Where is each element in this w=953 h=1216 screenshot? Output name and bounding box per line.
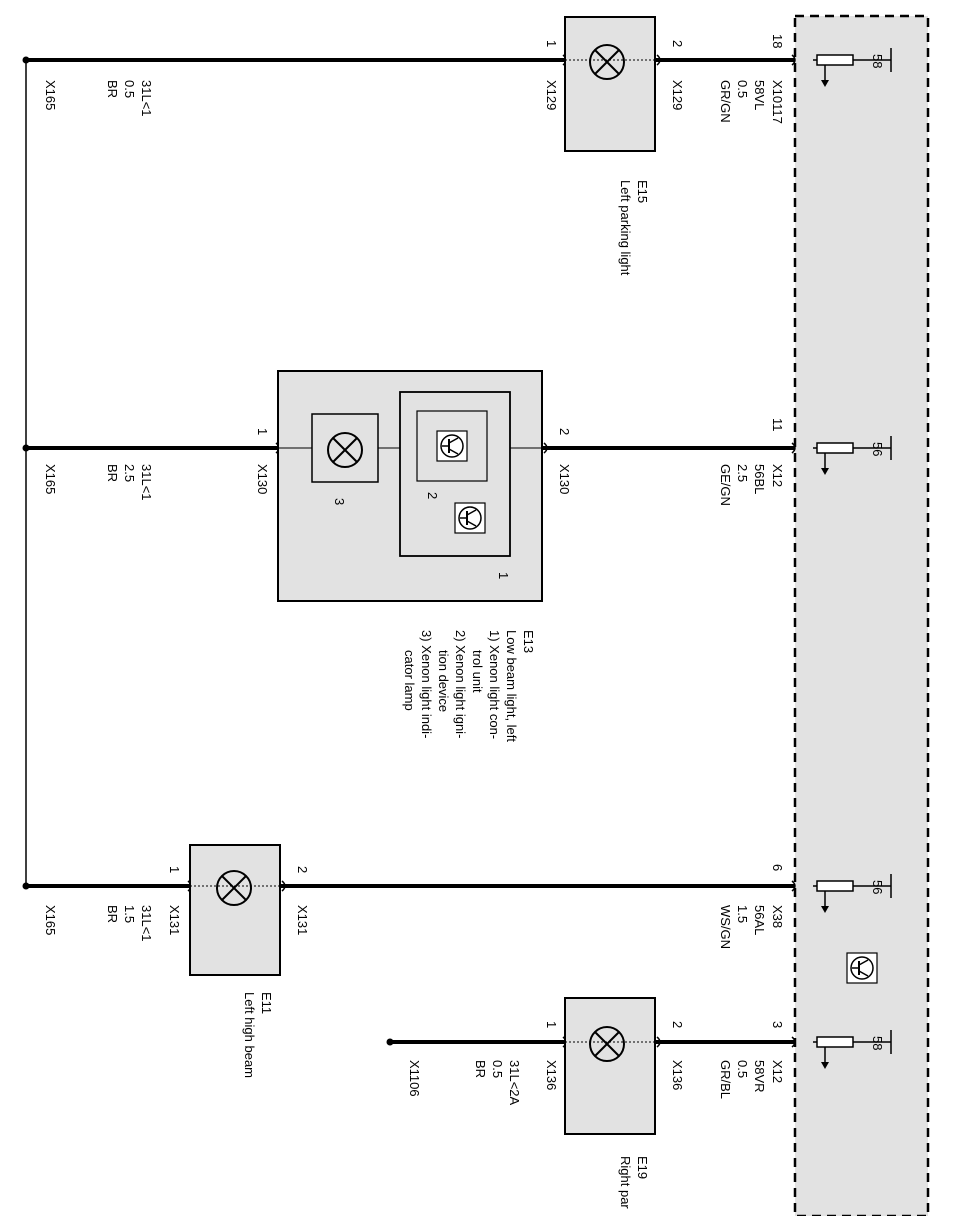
component-e15-box xyxy=(564,16,656,152)
component-id: E19 xyxy=(635,1156,650,1179)
ground-wire-color: BR xyxy=(105,464,120,482)
component-name: Left high beam xyxy=(242,992,257,1078)
wire-color: GR/BL xyxy=(718,1060,733,1099)
component-id: E13 xyxy=(521,630,536,653)
fuse-label: 56 xyxy=(870,442,885,456)
wire-code: 56AL xyxy=(752,905,767,935)
circuit-e13: 1 2 1 2 3 11 56 X12 56BL 2.5 GE/GN X130 … xyxy=(22,370,892,742)
ground-wire-code: 31L<1 xyxy=(139,905,154,942)
component-connector-label: X130 xyxy=(255,464,270,494)
component-e19-box xyxy=(564,997,656,1135)
component-note: 1) Xenon light con- xyxy=(487,630,502,739)
component-id: E11 xyxy=(259,992,274,1014)
ground-wire-code: 31L<2A xyxy=(507,1060,522,1106)
component-note: trol unit xyxy=(470,650,485,693)
wire-code: 56BL xyxy=(752,464,767,494)
xenon-control-icon xyxy=(846,952,878,984)
transistor-icon xyxy=(454,502,486,534)
component-connector-label: X131 xyxy=(167,905,182,935)
pin-label: 2 xyxy=(557,428,572,435)
wire-color: GE/GN xyxy=(718,464,733,506)
fuse-label: 58 xyxy=(870,1036,885,1050)
ground-connector-label: X165 xyxy=(43,80,58,110)
unit-pin-label: 3 xyxy=(770,1021,785,1028)
pin-label: 1 xyxy=(544,1021,559,1028)
component-note: 3) Xenon light indi- xyxy=(419,630,434,738)
component-name: Low beam light, left xyxy=(504,630,519,742)
unit-pin-label: 18 xyxy=(770,34,785,48)
sub-number: 2 xyxy=(425,492,440,499)
component-connector-label: X131 xyxy=(295,905,310,935)
wire-color: WS/GN xyxy=(718,905,733,949)
wire-size: 0.5 xyxy=(735,1060,750,1078)
ground-wire-color: BR xyxy=(105,80,120,98)
control-unit-panel xyxy=(793,14,930,1216)
unit-connector-label: X38 xyxy=(770,905,785,928)
fuse-label: 58 xyxy=(870,54,885,68)
pin-label: 2 xyxy=(670,1021,685,1028)
wire-color: GR/GN xyxy=(718,80,733,123)
unit-pin-label: 6 xyxy=(770,864,785,871)
circuit-e15: 1 2 18 58 X10117 58VL 0.5 GR/GN X129 X12… xyxy=(22,16,892,276)
component-note: 2) Xenon light igni- xyxy=(453,630,468,738)
unit-connector-label: X10117 xyxy=(770,80,785,124)
pin-label: 1 xyxy=(255,428,270,435)
component-name: Right par xyxy=(618,1156,633,1209)
ground-wire-color: BR xyxy=(105,905,120,923)
ground-connector-label: X1106 xyxy=(407,1060,422,1097)
ground-connector-label: X165 xyxy=(43,905,58,935)
fuse-label: 56 xyxy=(870,880,885,894)
component-note: tion device xyxy=(436,650,451,712)
component-connector-label: X130 xyxy=(557,464,572,494)
ground-connector-label: X165 xyxy=(43,464,58,494)
wire-code: 58VR xyxy=(752,1060,767,1093)
component-e11-box xyxy=(189,844,281,976)
circuit-e19: 1 2 3 58 X12 58VR 0.5 GR/BL X136 X136 31… xyxy=(386,997,892,1209)
sub-number: 1 xyxy=(496,572,511,579)
component-note: cator lamp xyxy=(402,650,417,711)
wire-code: 58VL xyxy=(752,80,767,110)
ground-wire-size: 1.5 xyxy=(122,905,137,923)
wire-size: 1.5 xyxy=(735,905,750,923)
ground-wire-code: 31L<1 xyxy=(139,464,154,501)
ground-wire-size: 0.5 xyxy=(122,80,137,98)
pin-label: 1 xyxy=(544,40,559,47)
transistor-icon xyxy=(436,430,468,462)
pin-label: 2 xyxy=(670,40,685,47)
indicator-lamp-box xyxy=(311,413,379,483)
component-connector-label: X129 xyxy=(544,80,559,110)
ground-wire-code: 31L<1 xyxy=(139,80,154,117)
component-connector-label: X129 xyxy=(670,80,685,110)
ground-wire-size: 0.5 xyxy=(490,1060,505,1078)
ground-wire-size: 2.5 xyxy=(122,464,137,482)
circuit-e11: 1 2 6 56 X38 56AL 1.5 WS/GN X131 X131 31… xyxy=(22,844,892,1078)
pin-label: 1 xyxy=(167,866,182,873)
wire-size: 0.5 xyxy=(735,80,750,98)
pin-label: 2 xyxy=(295,866,310,873)
ground-wire-color: BR xyxy=(473,1060,488,1078)
component-connector-label: X136 xyxy=(544,1060,559,1090)
unit-pin-label: 11 xyxy=(770,418,785,432)
component-connector-label: X136 xyxy=(670,1060,685,1090)
unit-connector-label: X12 xyxy=(770,1060,785,1083)
component-id: E15 xyxy=(635,180,650,203)
sub-number: 3 xyxy=(332,498,347,505)
wire-size: 2.5 xyxy=(735,464,750,482)
unit-connector-label: X12 xyxy=(770,464,785,487)
component-name: Left parking light xyxy=(618,180,633,276)
